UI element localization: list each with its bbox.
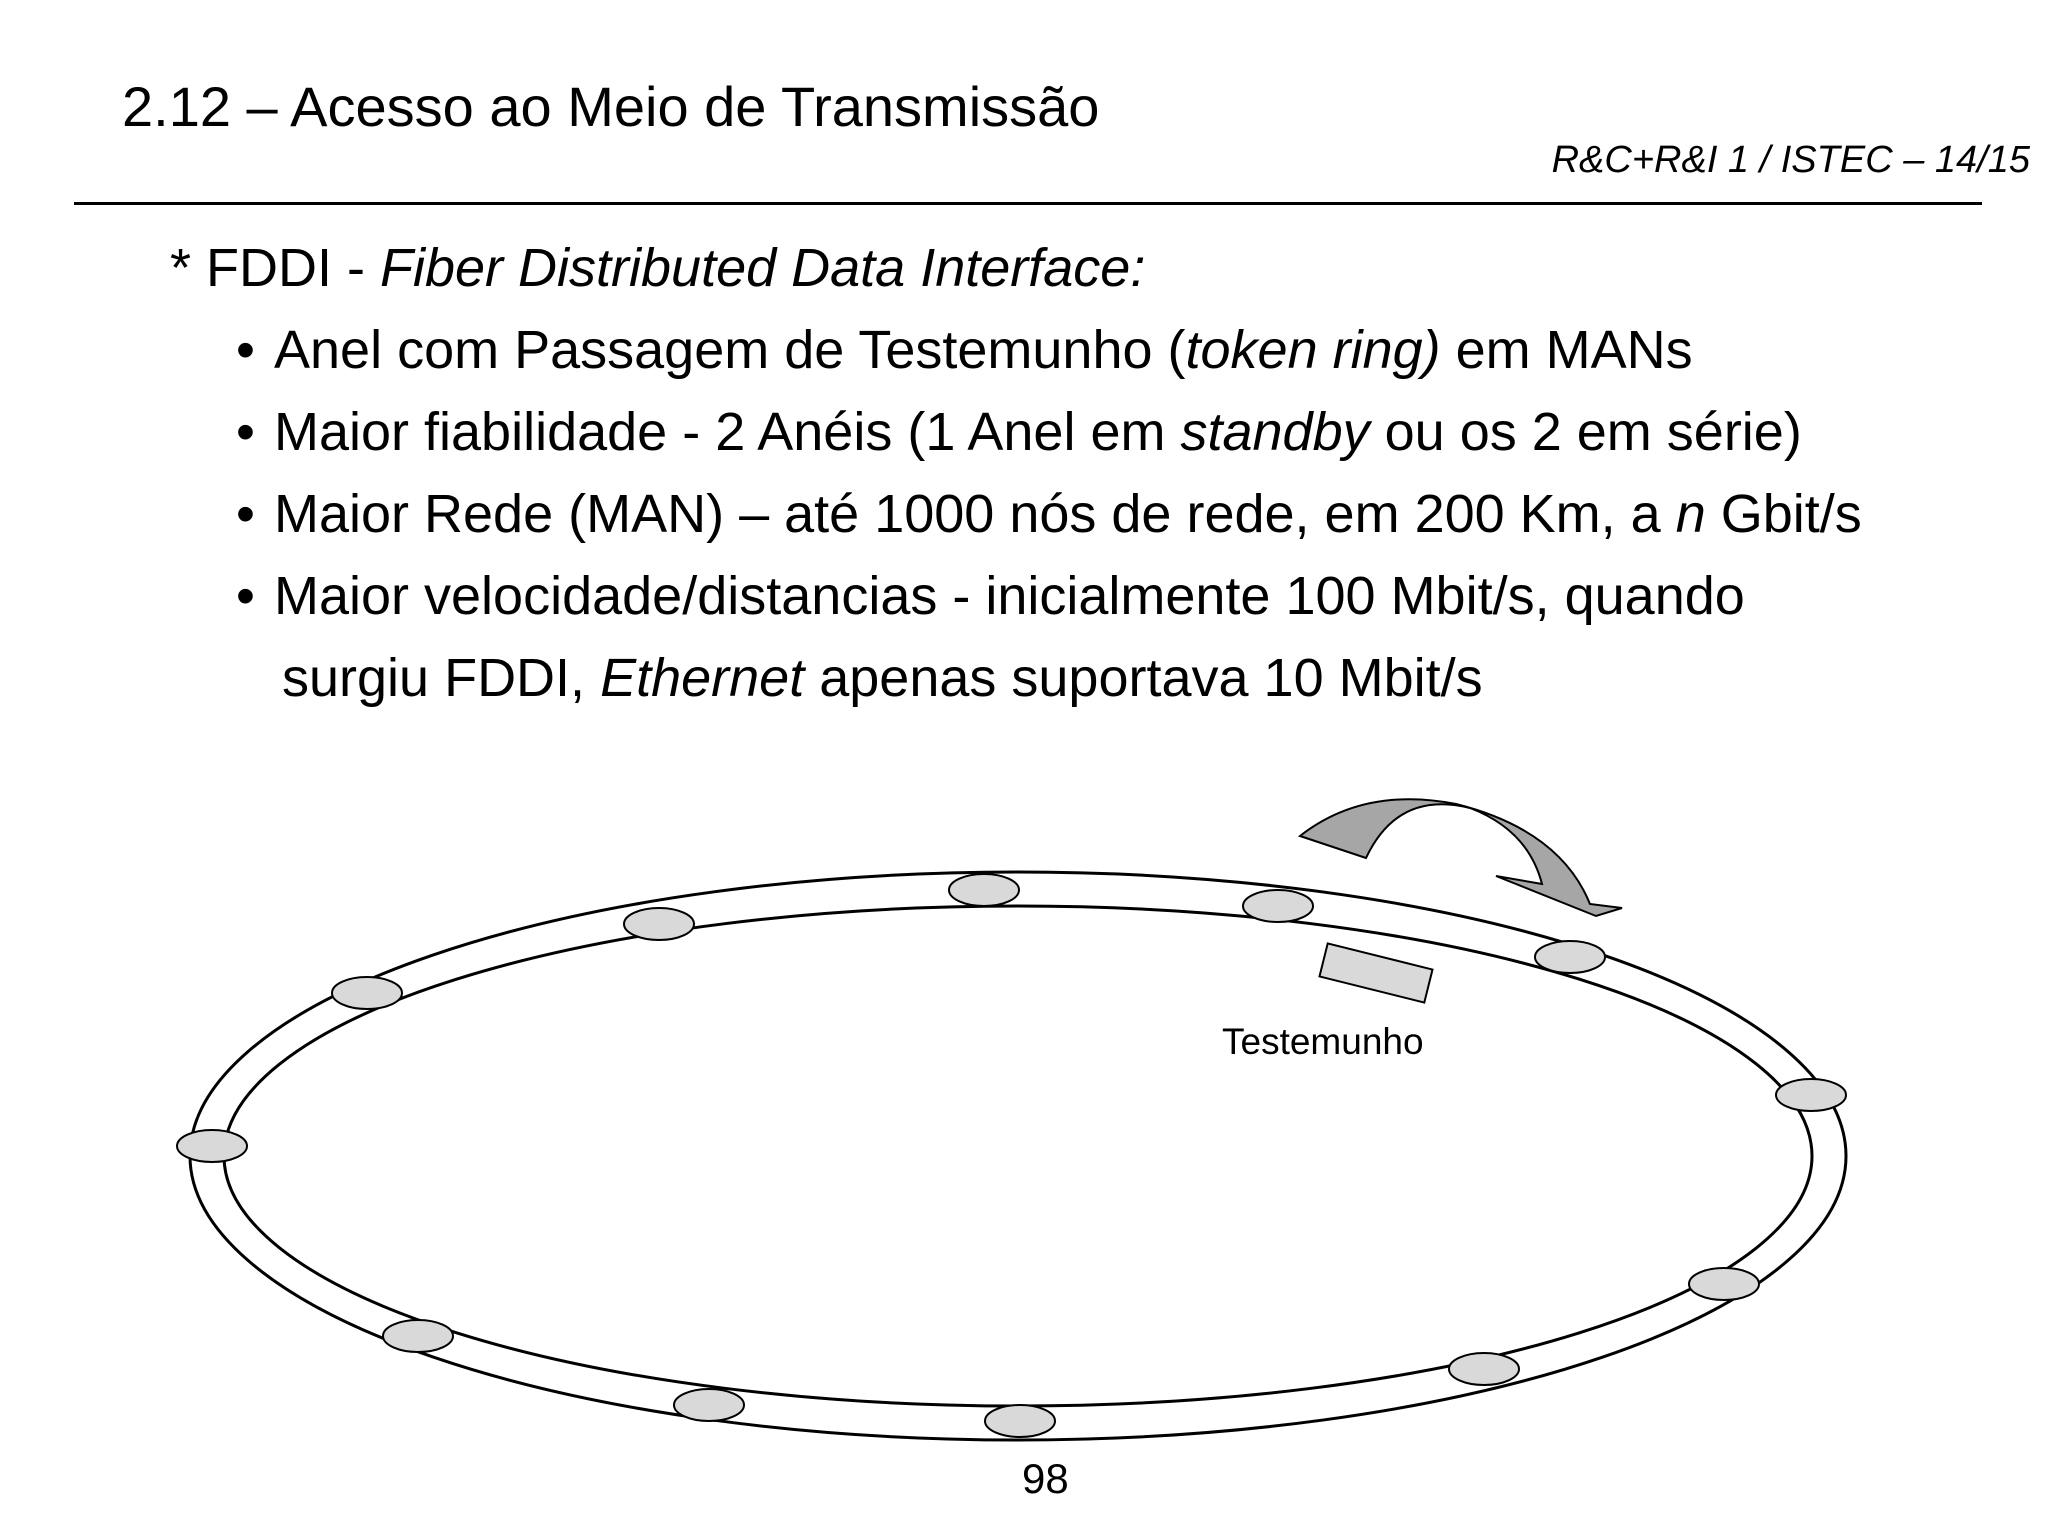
bullet-icon: • — [236, 402, 255, 462]
network-node — [1688, 1267, 1760, 1301]
network-node — [623, 907, 695, 941]
bullet-text: Maior Rede (MAN) – até 1000 nós de rede,… — [274, 484, 1676, 544]
bullet-text: Gbit/s — [1705, 484, 1862, 544]
network-node — [948, 873, 1020, 907]
page-number: 98 — [1022, 1455, 1069, 1502]
token-shape — [1318, 942, 1434, 1004]
continuation-italic: Ethernet — [600, 648, 805, 708]
bullet-italic: n — [1675, 484, 1706, 544]
network-node — [673, 1388, 745, 1422]
network-node — [176, 1129, 248, 1163]
network-nodes — [176, 873, 1847, 1438]
bullet-text: Maior velocidade/distancias - inicialmen… — [274, 566, 1745, 626]
rotation-arrow-icon — [1297, 798, 1623, 918]
continuation-text: surgiu FDDI, — [282, 648, 601, 708]
network-node — [984, 1404, 1056, 1438]
bullet-text: ou os 2 em série) — [1369, 402, 1802, 462]
bullet-item: •Maior fiabilidade - 2 Anéis (1 Anel em … — [236, 400, 1802, 464]
network-node — [331, 976, 403, 1010]
bullet-text: Anel com Passagem de Testemunho ( — [274, 320, 1186, 380]
bullet-item: • Maior velocidade/distancias - inicialme… — [236, 564, 1745, 628]
slide-title: 2.12 – Acesso ao Meio de Transmissão — [122, 75, 1100, 138]
network-node — [1448, 1352, 1520, 1386]
heading-italic: Fiber Distributed Data Interface: — [380, 238, 1146, 298]
bullet-icon: • — [236, 320, 255, 380]
heading-plain: * FDDI - — [170, 238, 380, 298]
network-node — [1534, 940, 1606, 974]
course-tag: R&C+R&I 1 / ISTEC – 14/15 — [1551, 139, 2030, 181]
network-node — [1242, 889, 1314, 923]
network-node — [1775, 1078, 1847, 1112]
section-heading: * FDDI - Fiber Distributed Data Interfac… — [170, 236, 1145, 300]
bullet-icon: • — [236, 484, 255, 544]
bullet-item: • Maior Rede (MAN) – até 1000 nós de rede… — [236, 482, 1862, 546]
bullet-italic: standby — [1180, 402, 1370, 462]
inner-ring — [222, 904, 1814, 1408]
bullet-icon: • — [236, 566, 255, 626]
bullet-text: Maior fiabilidade - 2 Anéis (1 Anel em — [274, 402, 1181, 462]
token-label: Testemunho — [1222, 1021, 1424, 1062]
bullet-continuation: surgiu FDDI, Ethernet apenas suportava 1… — [282, 646, 1483, 710]
bullet-item: • Anel com Passagem de Testemunho (token … — [236, 318, 1693, 382]
title-divider — [74, 202, 1982, 205]
bullet-text: em MANs — [1440, 320, 1693, 380]
bullet-italic: token ring) — [1185, 320, 1441, 380]
network-node — [382, 1319, 454, 1353]
continuation-text: apenas suportava 10 Mbit/s — [804, 648, 1483, 708]
